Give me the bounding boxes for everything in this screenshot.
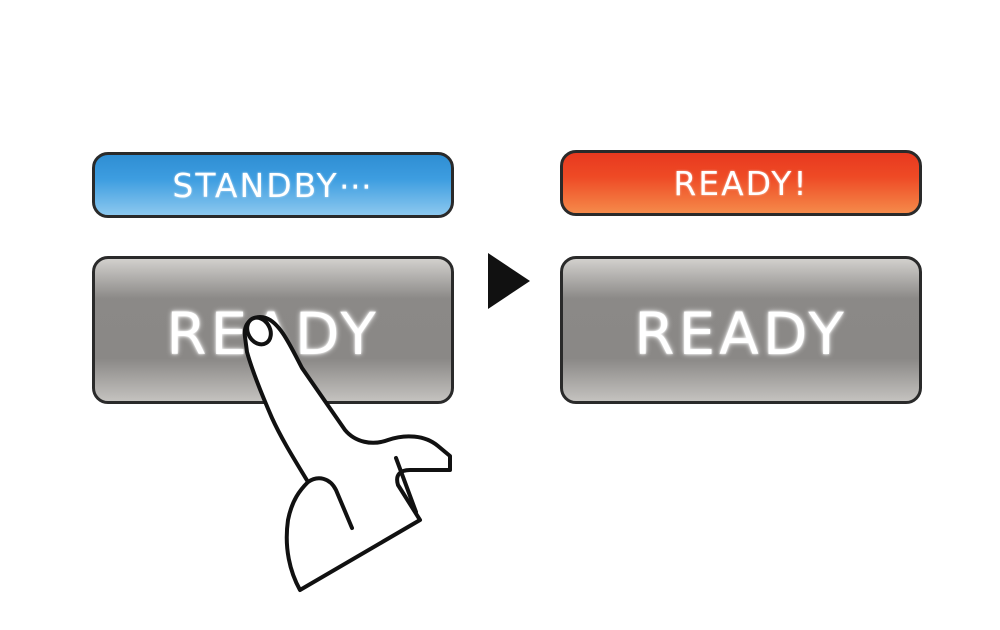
ready-button-after[interactable]: READY (560, 256, 922, 404)
ready-button-label-after: READY (634, 300, 848, 368)
standby-status-indicator: STANDBY⋯ (92, 152, 454, 218)
ready-status-label: READY! (673, 163, 809, 203)
standby-status-label: STANDBY⋯ (172, 165, 374, 205)
play-arrow-icon (488, 253, 530, 309)
ready-button-label-before: READY (166, 300, 380, 368)
ready-status-indicator: READY! (560, 150, 922, 216)
ready-button-before[interactable]: READY (92, 256, 454, 404)
